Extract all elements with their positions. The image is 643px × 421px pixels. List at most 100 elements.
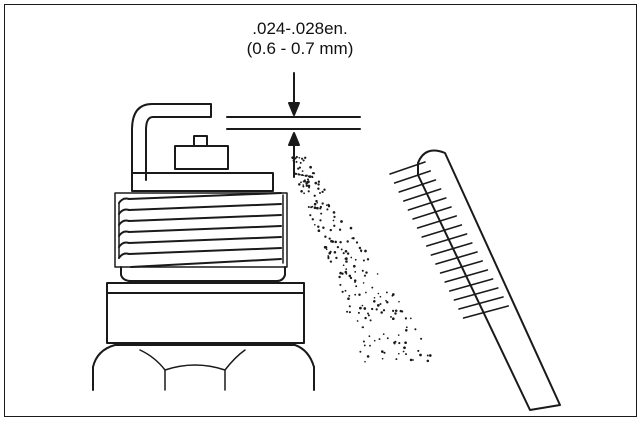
spray-dot [348, 311, 351, 314]
spray-dot [402, 350, 405, 353]
spray-dot [329, 260, 333, 263]
spray-dot [307, 190, 310, 193]
spray-dot [295, 155, 298, 159]
spray-dot [355, 285, 358, 288]
spray-dot [366, 355, 370, 358]
spray-dot [298, 166, 301, 169]
spray-dot [313, 194, 316, 197]
spray-dot [354, 293, 357, 296]
spray-dot [409, 358, 413, 362]
spray-dot [311, 205, 314, 208]
spray-dot [364, 360, 366, 363]
spray-dot [338, 275, 341, 279]
spray-dot [398, 342, 401, 345]
bristle [389, 161, 426, 175]
hex-nut-lower [92, 344, 315, 368]
spray-dot [397, 352, 400, 355]
spray-dot [394, 309, 398, 313]
brush-handle [417, 149, 561, 411]
spray-dot [394, 340, 397, 343]
spray-dot [365, 291, 367, 294]
brush-bristles [389, 161, 510, 319]
spray-dot [428, 354, 432, 357]
diagram-drawing [92, 72, 561, 411]
spray-dot [299, 173, 301, 176]
bristle [435, 251, 478, 265]
ground-electrode [131, 103, 212, 181]
spray-dot [333, 215, 336, 219]
spray-dot [302, 174, 305, 177]
spray-dot [419, 353, 422, 357]
bristle [448, 278, 494, 292]
spray-dot [364, 316, 367, 320]
spray-dot [302, 184, 305, 186]
spray-dot [359, 350, 362, 353]
spray-dot [395, 358, 398, 361]
spray-dot [404, 341, 407, 345]
spray-dot [386, 337, 389, 340]
spray-dot [316, 206, 319, 210]
spray-dot [367, 312, 369, 315]
spray-dot [321, 190, 324, 194]
spray-dot [392, 309, 395, 312]
spray-dot [335, 256, 338, 260]
center-electrode-insulator [174, 145, 229, 170]
spray-dot [397, 334, 400, 336]
spray-dot [311, 218, 314, 221]
spray-dot [309, 214, 312, 217]
spray-dot [349, 226, 353, 230]
spray-dot [334, 240, 337, 244]
spray-dot [405, 329, 408, 332]
spray-dot [362, 282, 365, 284]
spray-dot [420, 337, 423, 340]
gap-dimension [226, 72, 361, 178]
bristle [462, 305, 510, 319]
spray-dot [375, 308, 378, 311]
spray-dot [319, 192, 321, 194]
shell-top [131, 172, 274, 192]
spray-dot [382, 333, 385, 335]
blast-spray [291, 155, 432, 363]
spray-dot [376, 304, 380, 307]
spray-dot [380, 311, 383, 314]
spray-dot [404, 317, 408, 320]
spray-dot [354, 258, 357, 261]
spray-dot [305, 182, 308, 185]
spray-dot [329, 228, 332, 232]
spray-dot [341, 272, 344, 275]
gap-spec-mm: (0.6 - 0.7 mm) [246, 39, 354, 58]
spray-dot [339, 283, 342, 286]
bristle [407, 197, 447, 211]
spray-dot [336, 245, 340, 249]
spray-dot [347, 297, 350, 301]
spark-plug-gap-figure: .024-.028en. (0.6 - 0.7 mm) [4, 4, 637, 417]
spray-dot [426, 354, 429, 357]
hex-nut-top [106, 282, 305, 294]
spray-dot [399, 309, 403, 313]
spray-dot [412, 359, 414, 361]
spray-dot [327, 255, 330, 257]
spray-dot [382, 309, 386, 312]
spray-dot [398, 300, 400, 303]
spray-dot [294, 157, 297, 160]
spray-dot [292, 159, 295, 162]
spray-dot [326, 208, 329, 211]
spray-dot [350, 256, 353, 259]
spray-dot [324, 235, 327, 238]
spray-dot [317, 180, 321, 183]
spray-dot [366, 258, 370, 261]
spray-dot [426, 359, 430, 363]
spray-dot [311, 176, 314, 179]
spray-dot [373, 296, 376, 299]
bristle [398, 179, 437, 193]
spray-dot [329, 250, 332, 253]
spray-dot [322, 226, 325, 229]
spray-dot [344, 270, 348, 274]
spray-dot [354, 281, 356, 283]
spray-dot [332, 211, 336, 214]
spray-dot [317, 229, 321, 233]
spray-dot [362, 259, 365, 262]
spray-dot [314, 181, 318, 185]
spray-dot [344, 289, 347, 292]
spray-dot [339, 240, 342, 244]
